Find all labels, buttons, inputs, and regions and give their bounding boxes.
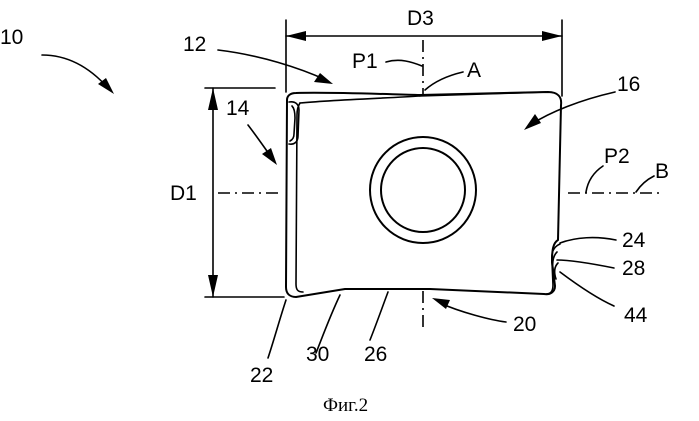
dimension-d3 [286, 20, 562, 96]
label-d3: D3 [407, 7, 434, 30]
label-24: 24 [622, 229, 646, 252]
insert-outline [286, 92, 561, 297]
center-lines [218, 40, 660, 330]
label-d1: D1 [170, 182, 197, 205]
label-a: A [467, 59, 481, 82]
label-22: 22 [250, 364, 273, 387]
label-10: 10 [0, 26, 23, 49]
label-16: 16 [617, 73, 640, 96]
figure-caption: Фиг.2 [323, 395, 368, 416]
central-hole [370, 137, 476, 243]
label-30: 30 [306, 343, 329, 366]
corner-lower-right [546, 244, 560, 294]
reference-labels: 10 12 14 D3 P1 A 16 D1 P2 B 24 28 44 20 … [0, 7, 669, 416]
label-12: 12 [183, 33, 206, 56]
label-b: B [655, 160, 669, 183]
label-44: 44 [624, 304, 648, 327]
label-26: 26 [364, 343, 387, 366]
label-p2: P2 [604, 145, 630, 168]
label-20: 20 [513, 313, 536, 336]
label-28: 28 [622, 257, 645, 280]
label-14: 14 [226, 97, 250, 120]
label-p1: P1 [352, 50, 378, 73]
